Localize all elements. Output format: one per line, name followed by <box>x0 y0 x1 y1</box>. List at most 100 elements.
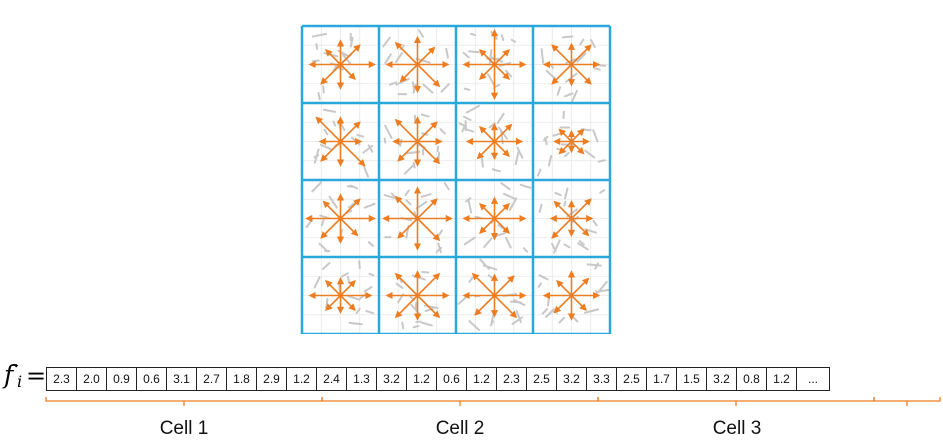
gradient-orientation-arrow <box>416 272 441 297</box>
faint-gradient-mark <box>493 232 506 238</box>
gradient-orientation-arrow <box>394 272 419 297</box>
faint-gradient-mark <box>556 86 562 96</box>
gradient-orientation-arrow <box>325 49 342 66</box>
faint-gradient-mark <box>515 309 522 324</box>
faint-gradient-mark <box>558 316 566 324</box>
faint-gradient-mark <box>349 36 354 48</box>
hog-cell-grid <box>300 24 612 334</box>
faint-gradient-mark <box>503 192 517 200</box>
gradient-orientation-arrow <box>558 128 573 143</box>
faint-gradient-mark <box>496 112 505 124</box>
faint-gradient-mark <box>356 133 365 138</box>
faint-gradient-mark <box>469 32 476 36</box>
gradient-orientation-arrow <box>493 217 510 234</box>
faint-gradient-mark <box>415 200 428 210</box>
feature-vector-letter: f <box>4 360 14 389</box>
faint-gradient-mark <box>508 197 518 211</box>
faint-gradient-mark <box>505 69 513 78</box>
feature-value-cell: 1.2 <box>286 367 317 391</box>
faint-gradient-mark <box>563 92 574 98</box>
faint-gradient-mark <box>463 115 472 121</box>
faint-gradient-mark <box>468 320 481 332</box>
gradient-orientation-arrow <box>479 203 496 220</box>
faint-gradient-mark <box>439 128 447 135</box>
faint-gradient-mark <box>537 282 542 288</box>
gradient-orientation-arrow <box>322 200 342 220</box>
faint-gradient-mark <box>383 137 387 144</box>
gradient-orientation-arrow <box>416 63 441 88</box>
faint-gradient-mark <box>420 113 430 118</box>
feature-value-cell: 1.2 <box>406 367 437 391</box>
faint-gradient-mark <box>404 189 410 197</box>
faint-gradient-mark <box>437 242 442 254</box>
cell-2-label: Cell 2 <box>435 418 485 439</box>
gradient-orientation-arrow <box>474 294 496 316</box>
cell-bracket <box>597 397 875 406</box>
gradient-orientation-arrow <box>315 116 342 143</box>
faint-gradient-mark <box>537 168 542 177</box>
hog-grid-svg <box>300 24 612 334</box>
gradient-orientation-arrow <box>399 63 419 83</box>
faint-gradient-mark <box>510 38 517 43</box>
gradient-orientation-arrow <box>397 140 419 162</box>
faint-gradient-mark <box>319 143 333 151</box>
feature-value-cell: 3.2 <box>376 367 407 391</box>
faint-gradient-mark <box>322 108 337 113</box>
faint-gradient-mark <box>420 193 432 198</box>
faint-gradient-mark <box>578 240 585 246</box>
faint-gradient-mark <box>412 324 420 329</box>
gradient-orientation-arrow <box>471 272 496 297</box>
cell-bracket <box>321 397 599 406</box>
faint-gradient-mark <box>355 307 361 315</box>
gradient-orientation-arrow <box>479 217 496 234</box>
faint-gradient-mark <box>322 85 325 94</box>
faint-gradient-mark <box>593 67 601 71</box>
faint-gradient-mark <box>423 304 439 310</box>
gradient-orientation-arrow <box>570 44 592 66</box>
faint-gradient-mark <box>464 128 475 133</box>
faint-gradient-mark <box>421 271 430 274</box>
faint-gradient-mark <box>436 145 440 153</box>
feature-value-cell: 0.6 <box>136 367 167 391</box>
faint-gradient-mark <box>323 128 329 136</box>
gradient-orientation-arrow <box>416 140 441 165</box>
faint-gradient-mark <box>384 53 392 65</box>
feature-value-cell: 1.7 <box>646 367 677 391</box>
gradient-orientation-arrow <box>339 217 359 237</box>
faint-gradient-mark <box>328 195 338 209</box>
faint-gradient-mark <box>564 151 570 158</box>
feature-value-cell: 3.2 <box>556 367 587 391</box>
gradient-orientation-arrow <box>320 140 342 162</box>
gradient-orientation-arrow <box>556 280 573 297</box>
faint-gradient-mark <box>553 239 561 254</box>
faint-gradient-mark <box>513 299 526 306</box>
cell-bracket <box>45 397 323 406</box>
faint-gradient-mark <box>384 124 393 139</box>
faint-gradient-mark <box>347 295 361 301</box>
gradient-orientation-arrow <box>493 275 515 297</box>
faint-gradient-mark <box>315 43 319 50</box>
feature-value-cell: 1.5 <box>676 367 707 391</box>
feature-value-cell: 2.7 <box>196 367 227 391</box>
faint-gradient-mark <box>311 59 320 63</box>
faint-gradient-mark <box>319 214 330 220</box>
faint-gradient-mark <box>500 182 511 191</box>
gradient-orientation-arrow <box>553 200 573 220</box>
cell-3-label: Cell 3 <box>712 418 762 439</box>
gradient-orientation-arrow <box>493 63 510 80</box>
faint-gradient-mark <box>362 144 374 154</box>
gradient-orientation-arrow <box>394 118 419 143</box>
faint-gradient-mark <box>584 149 596 159</box>
faint-gradient-mark <box>467 198 473 214</box>
faint-gradient-mark <box>597 280 608 293</box>
faint-gradient-mark <box>479 258 490 270</box>
faint-gradient-mark <box>516 146 524 159</box>
faint-gradient-mark <box>538 274 549 281</box>
faint-gradient-mark <box>367 144 374 153</box>
faint-gradient-mark <box>599 189 606 194</box>
faint-gradient-mark <box>592 219 598 227</box>
faint-gradient-mark <box>368 272 375 277</box>
faint-gradient-mark <box>332 63 339 72</box>
gradient-orientation-arrow <box>570 140 585 155</box>
gradient-orientation-arrow <box>416 121 438 143</box>
